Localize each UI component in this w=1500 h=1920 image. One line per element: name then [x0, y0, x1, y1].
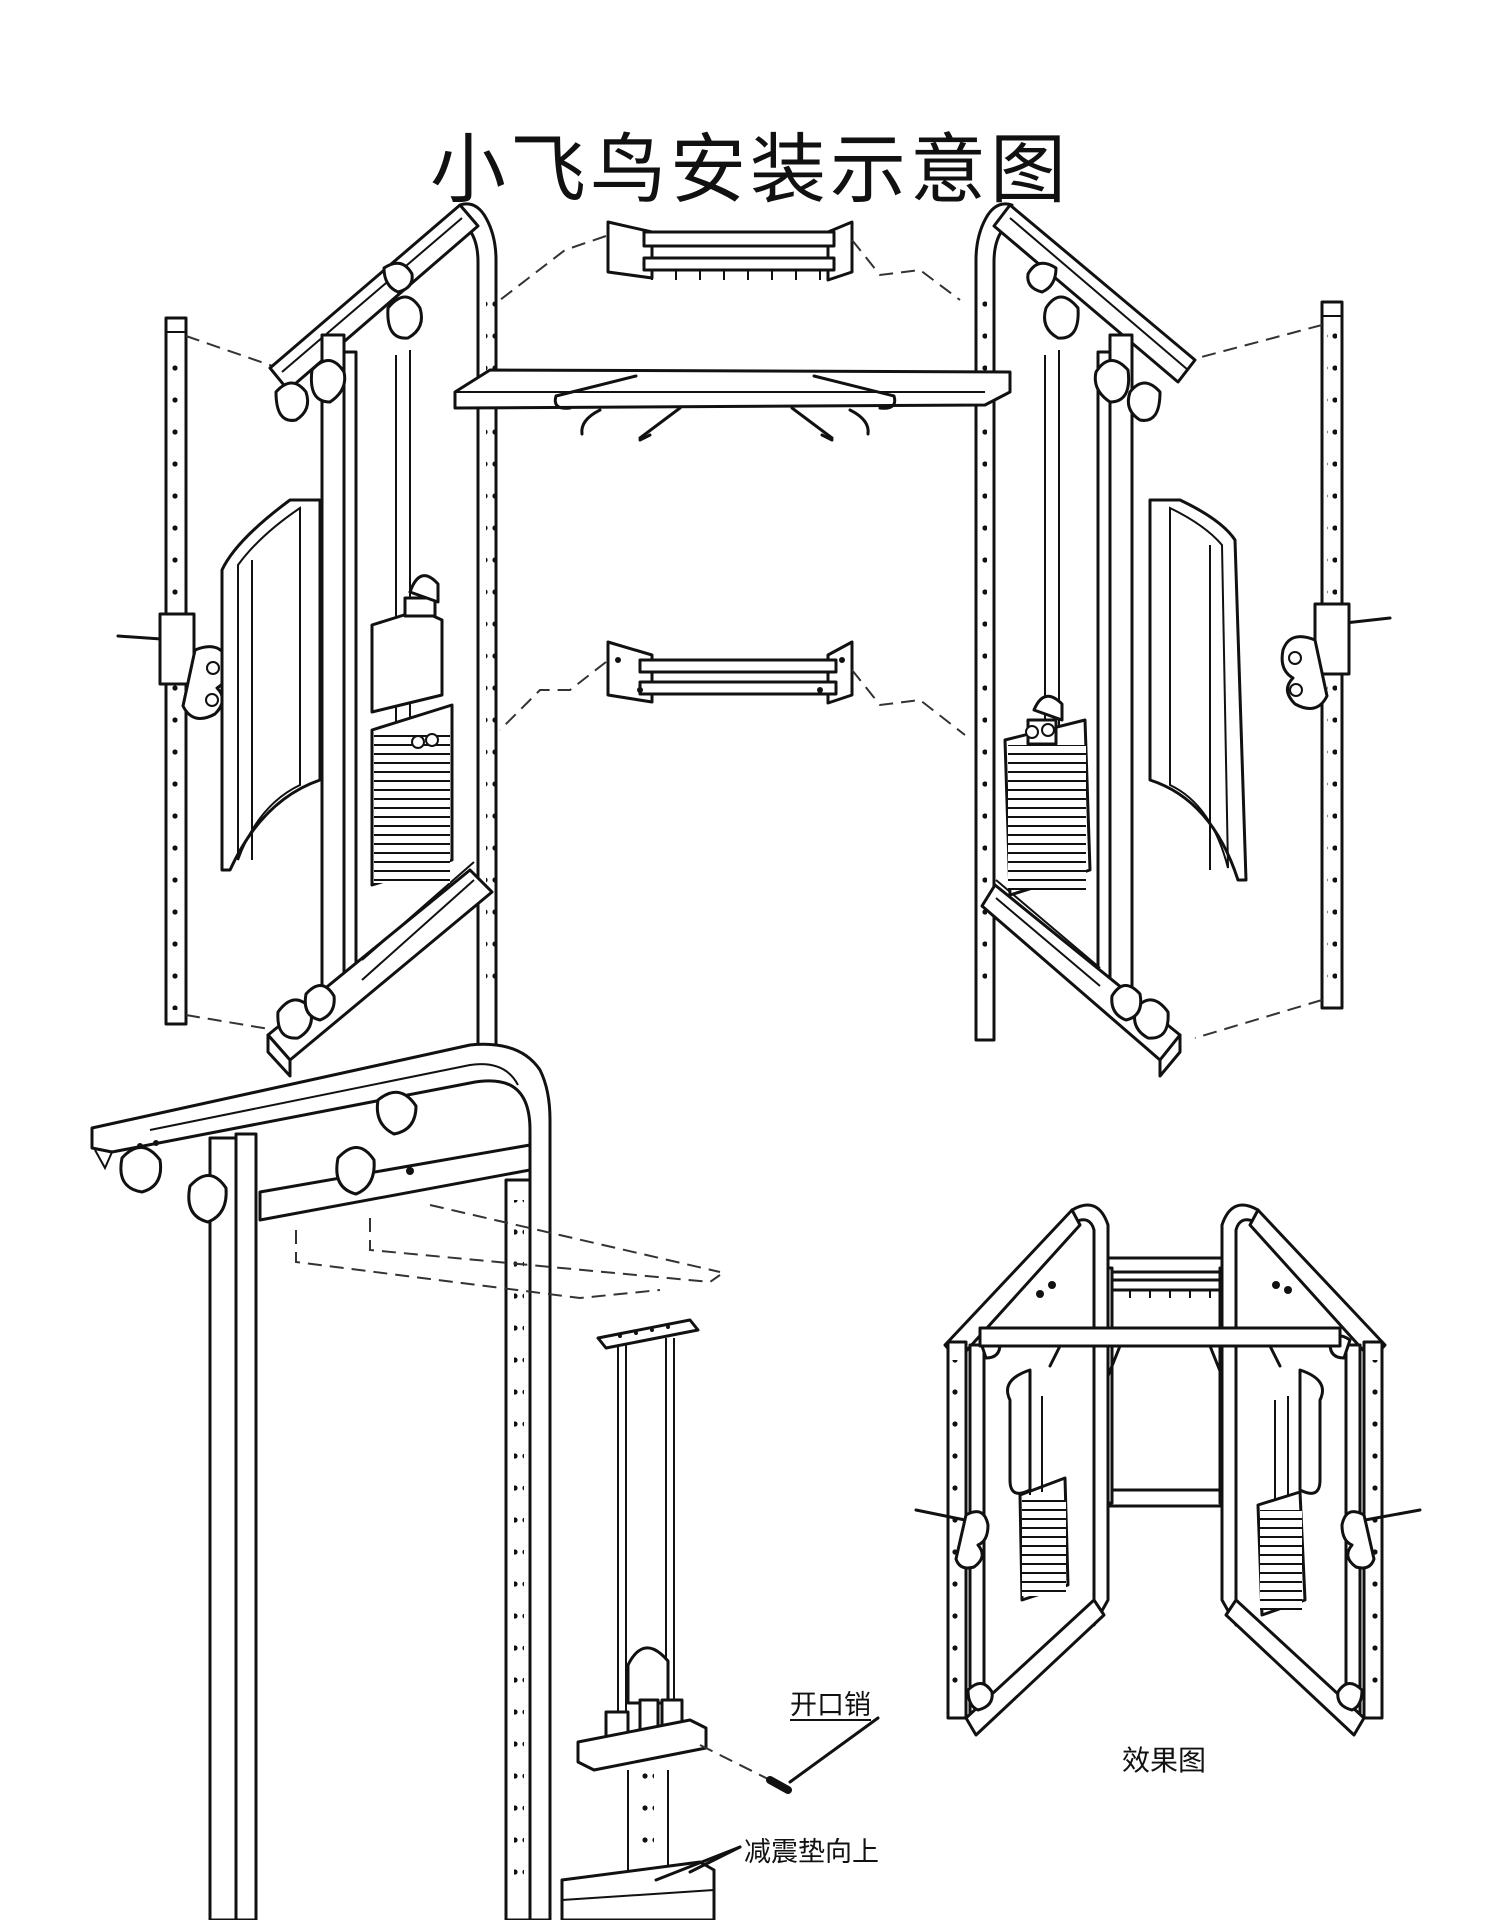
top-cross-brace — [606, 220, 854, 282]
dashed-guide — [295, 1230, 661, 1300]
diagram-title: 小飞鸟安装示意图 — [430, 125, 1070, 214]
cushion-callout-lines — [654, 1845, 742, 1882]
right-adjustment-column — [1280, 300, 1392, 1010]
detail-weight-carriage — [560, 1318, 716, 1920]
detail-frame-closeup — [90, 1042, 552, 1920]
left-back-pad — [220, 498, 322, 872]
right-frame — [974, 202, 1197, 1078]
dashed-guide — [499, 661, 607, 731]
right-back-pad — [1148, 498, 1248, 882]
dashed-guide — [369, 1218, 721, 1284]
assembled-result-view — [914, 1203, 1422, 1737]
dashed-guide — [499, 235, 607, 301]
dashed-guide — [1189, 324, 1323, 361]
cotter-pin-part — [699, 1716, 880, 1794]
pull-up-bar — [453, 368, 1012, 442]
cushion-up-label: 减震垫向上 — [744, 1837, 879, 1868]
cotter-pin-label: 开口销 — [790, 1690, 871, 1721]
dashed-guide — [851, 669, 966, 736]
dashed-guide — [429, 1204, 721, 1273]
dashed-guide — [1194, 999, 1323, 1039]
left-adjustment-column — [116, 316, 230, 1026]
left-frame — [266, 202, 498, 1078]
dashed-guide — [851, 239, 961, 301]
dashed-guide — [185, 1014, 276, 1031]
result-view-label: 效果图 — [1122, 1744, 1207, 1777]
bottom-cross-brace — [606, 640, 854, 705]
